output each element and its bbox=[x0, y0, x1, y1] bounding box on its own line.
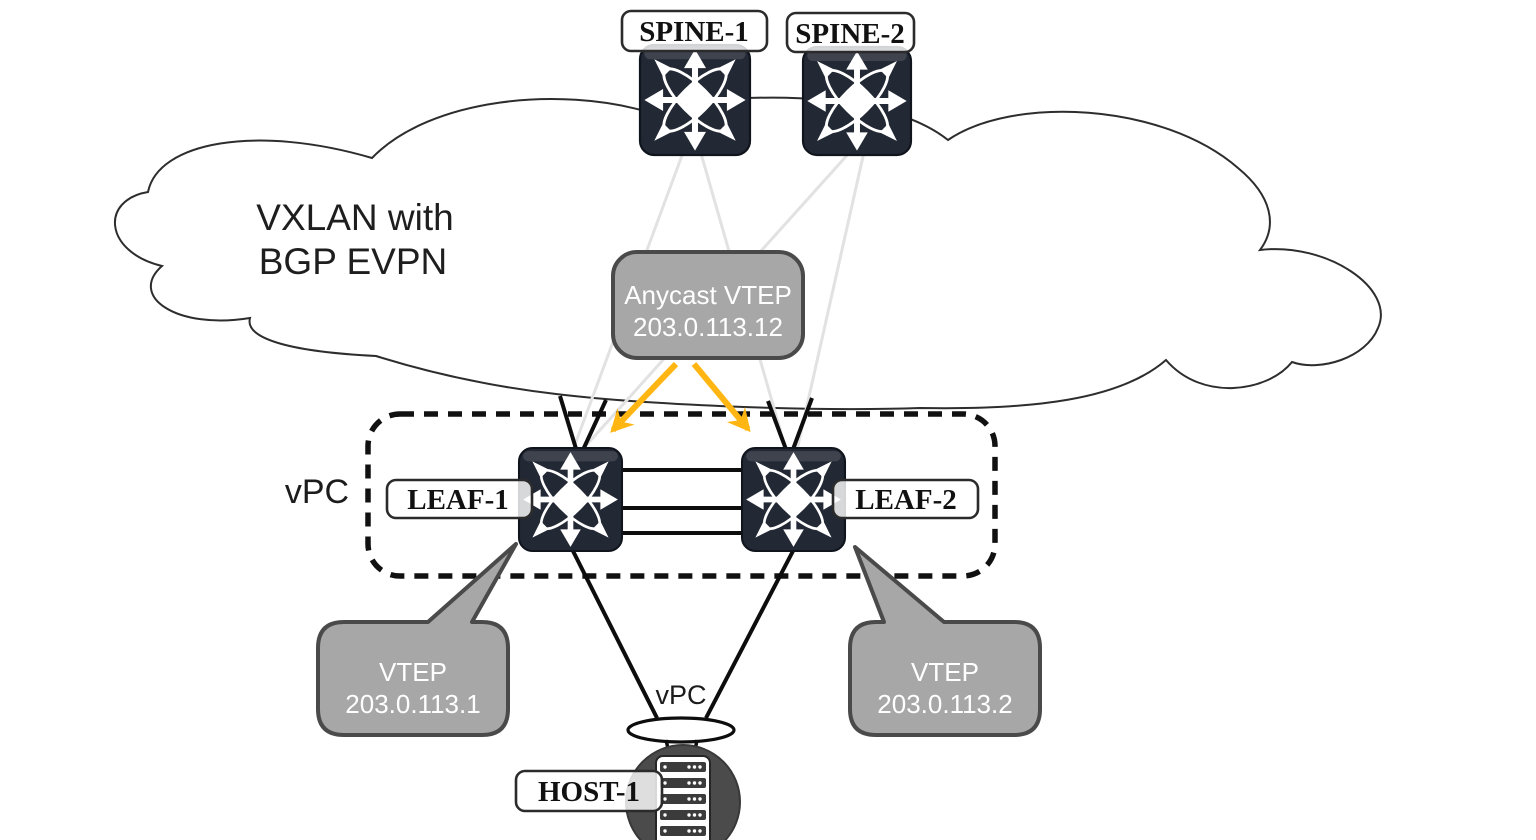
host1-label: HOST-1 bbox=[514, 769, 664, 813]
cloud-label-line1: VXLAN with bbox=[256, 197, 453, 238]
spine1-label-box bbox=[620, 9, 769, 53]
uplink-leaf1-b bbox=[580, 399, 608, 453]
host1-label-box bbox=[514, 769, 664, 813]
leaf1-label: LEAF-1 bbox=[385, 478, 534, 520]
cloud-label-line2: BGP EVPN bbox=[259, 241, 448, 282]
downlink-leaf1-host bbox=[571, 550, 659, 719]
spine1-switch-icon bbox=[640, 45, 750, 155]
leaf2-label-box bbox=[831, 478, 980, 520]
physical-links bbox=[558, 395, 814, 719]
leaf1-switch-icon bbox=[519, 448, 622, 551]
spine1-label: SPINE-1 bbox=[620, 9, 769, 53]
leaf1-label-text: LEAF-1 bbox=[407, 484, 509, 516]
server-icon bbox=[655, 755, 711, 840]
vtep1-callout: VTEP 203.0.113.1 bbox=[316, 542, 518, 737]
spine2-label-box bbox=[785, 11, 916, 54]
spine2-switch-icon bbox=[803, 47, 911, 155]
anycast-vtep-line1: Anycast VTEP bbox=[624, 280, 792, 310]
downlink-leaf2-host bbox=[704, 550, 795, 719]
host1-label-text: HOST-1 bbox=[538, 776, 640, 808]
link-spine2-leaf2 bbox=[795, 151, 866, 451]
vpc-port-channel-ellipse bbox=[626, 716, 736, 744]
uplink-leaf2-a bbox=[766, 400, 789, 453]
vtep1-line1: VTEP bbox=[379, 657, 447, 687]
anycast-pointer-arrows bbox=[610, 361, 751, 433]
anycast-vtep-callout: Anycast VTEP 203.0.113.12 bbox=[611, 250, 805, 360]
vpc-domain-label: vPC bbox=[285, 473, 349, 511]
spine2-label: SPINE-2 bbox=[785, 11, 916, 54]
uplink-leaf1-a bbox=[558, 395, 579, 453]
vtep2-callout: VTEP 203.0.113.2 bbox=[848, 545, 1042, 737]
uplink-leaf2-b bbox=[790, 397, 814, 453]
anycast-vtep-box bbox=[611, 250, 805, 360]
vtep1-line2: 203.0.113.1 bbox=[345, 689, 480, 719]
host1-node bbox=[625, 744, 741, 840]
leaf1-label-box bbox=[385, 478, 534, 520]
vpc-domain-boundary bbox=[365, 411, 998, 579]
vtep2-callout-bubble bbox=[848, 545, 1042, 737]
vtep1-callout-bubble bbox=[316, 542, 518, 737]
anycast-vtep-line2: 203.0.113.12 bbox=[633, 312, 783, 342]
vtep2-line2: 203.0.113.2 bbox=[877, 689, 1012, 719]
anycast-arrow-leaf2 bbox=[691, 362, 751, 433]
anycast-arrow-leaf1 bbox=[610, 361, 679, 433]
leaf2-label: LEAF-2 bbox=[831, 478, 980, 520]
spine2-label-text: SPINE-2 bbox=[795, 18, 905, 50]
leaf2-label-text: LEAF-2 bbox=[855, 484, 957, 516]
vpc-port-channel-label: vPC bbox=[655, 680, 706, 710]
leaf2-switch-icon bbox=[742, 448, 845, 551]
spine1-label-text: SPINE-1 bbox=[639, 16, 749, 48]
vtep2-line1: VTEP bbox=[911, 657, 979, 687]
